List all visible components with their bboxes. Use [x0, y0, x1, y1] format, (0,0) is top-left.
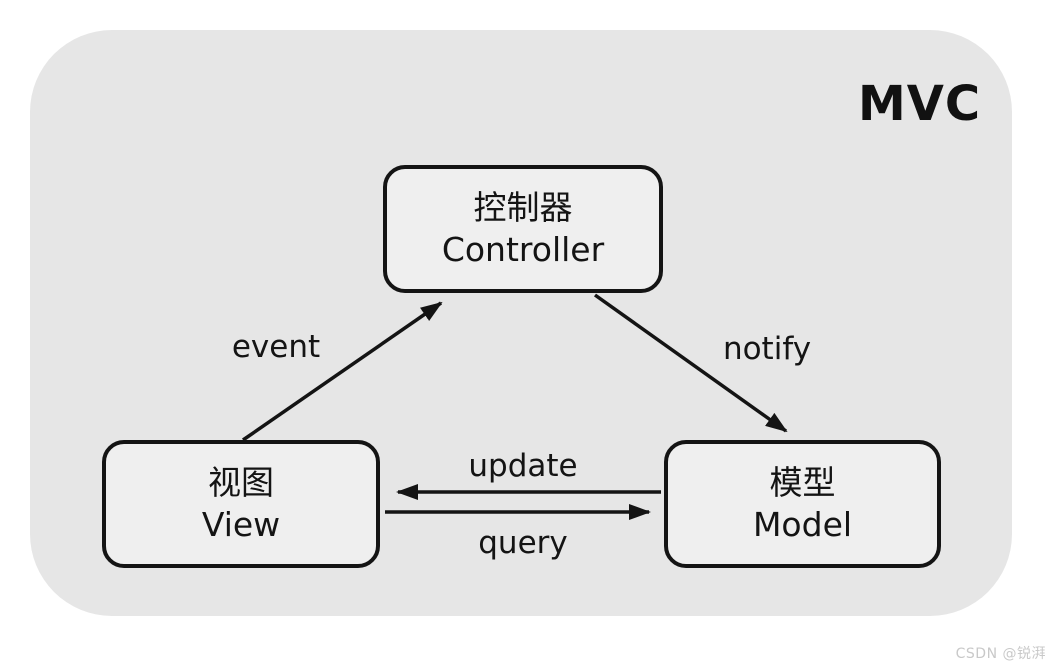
edge-label-query: query	[478, 525, 568, 561]
node-controller: 控制器 Controller	[383, 165, 663, 293]
edge-label-event: event	[231, 329, 321, 365]
node-model: 模型 Model	[664, 440, 941, 568]
node-model-label-en: Model	[752, 505, 853, 544]
edge-label-update: update	[468, 448, 578, 484]
node-controller-label-zh: 控制器	[473, 187, 573, 227]
node-view-label-en: View	[201, 505, 281, 544]
node-view: 视图 View	[102, 440, 380, 568]
edge-label-notify: notify	[722, 331, 812, 367]
diagram-title: MVC	[858, 76, 982, 132]
node-model-label-zh: 模型	[769, 462, 836, 502]
watermark: CSDN @锐湃	[955, 646, 1046, 662]
node-view-label-zh: 视图	[208, 462, 274, 502]
node-controller-label-en: Controller	[441, 230, 605, 269]
